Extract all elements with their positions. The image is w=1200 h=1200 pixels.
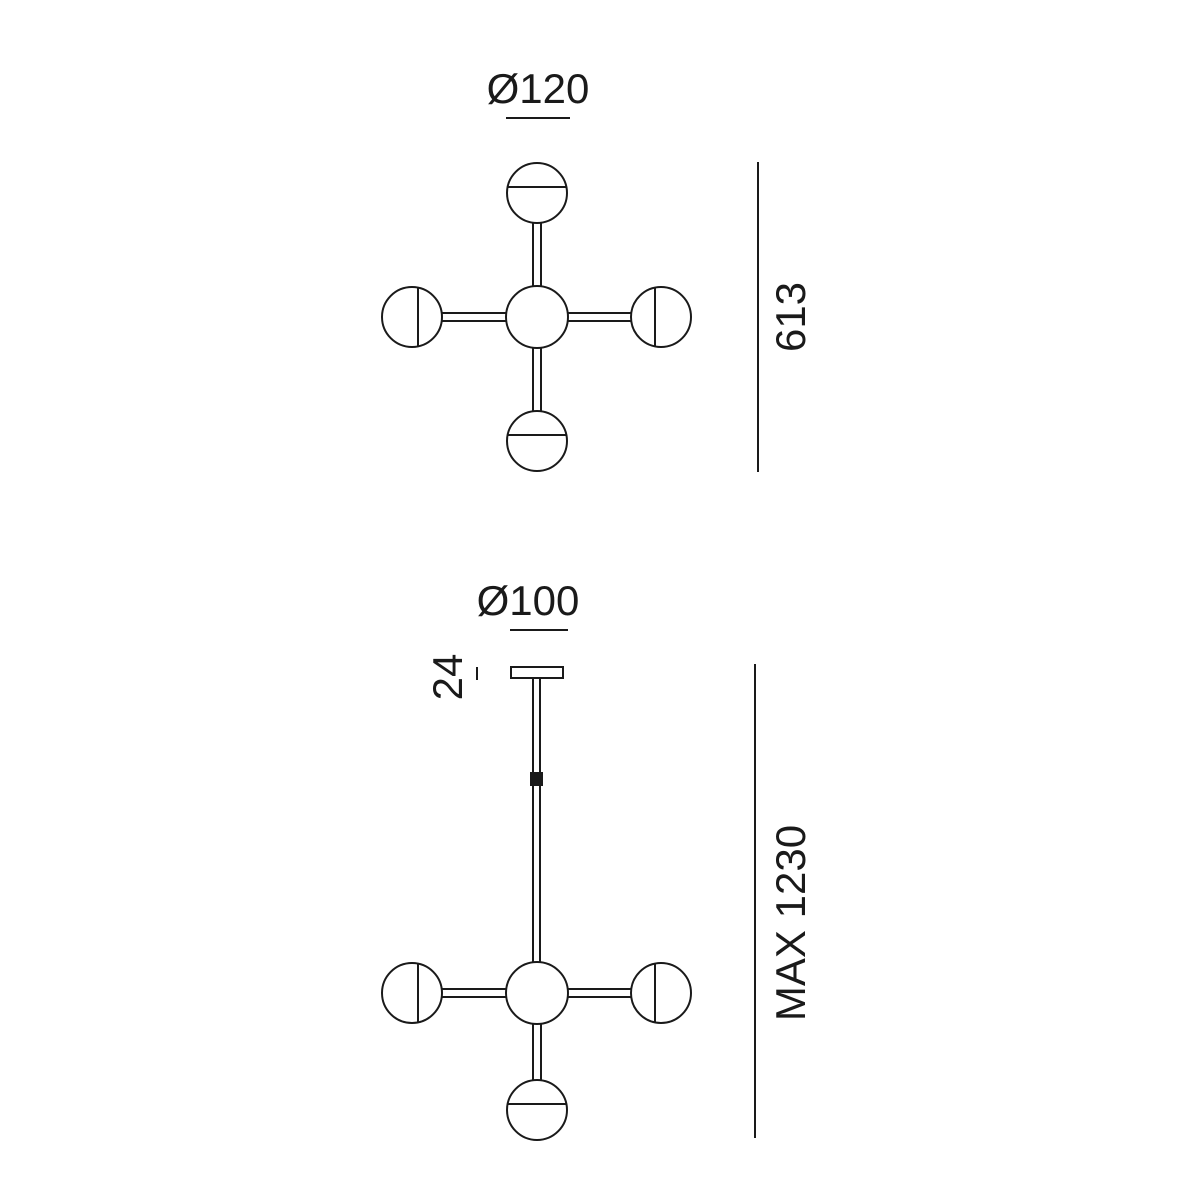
top-height-label: 613 [767,282,814,352]
side-canopy-label: 24 [424,654,471,701]
top-arms [442,222,632,412]
side-center-hub [505,961,569,1025]
top-diameter-label: Ø120 [487,65,590,112]
side-globe-right [630,962,692,1024]
side-globe-down [506,1079,568,1141]
side-arms [442,988,632,1080]
top-globe-right [630,286,692,348]
canopy [510,666,564,679]
suspension-rod [530,678,543,964]
top-globe-up [506,162,568,224]
top-center-hub [505,285,569,349]
top-globe-down [506,410,568,472]
side-diameter-label: Ø100 [477,577,580,624]
side-globe-left [381,962,443,1024]
top-globe-left [381,286,443,348]
side-height-label: MAX 1230 [767,825,814,1021]
top-view: Ø120 613 [381,65,814,472]
side-view: Ø100 24 MAX 1230 [381,577,814,1141]
